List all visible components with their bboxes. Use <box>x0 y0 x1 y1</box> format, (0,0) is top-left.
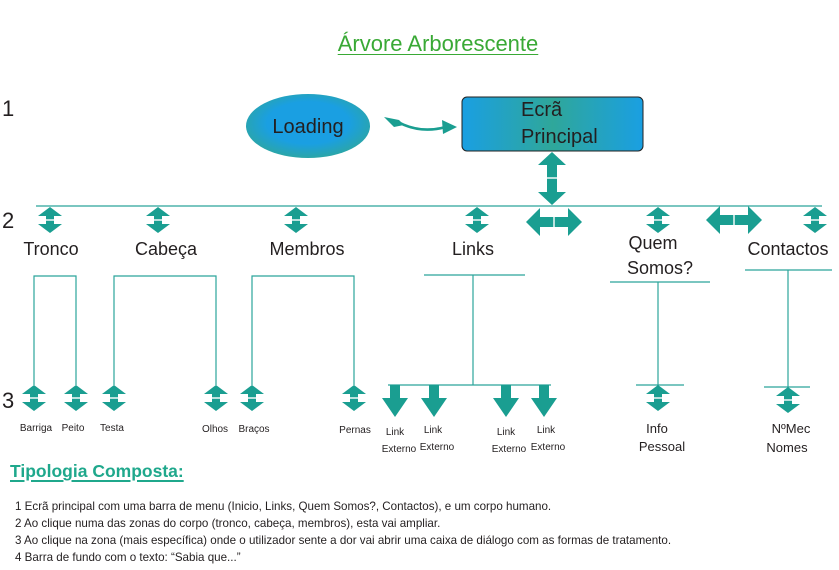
leaf-link-externo-2-line2: Externo <box>420 442 455 453</box>
typology-item: 2 Ao clique numa das zonas do corpo (tro… <box>15 517 441 530</box>
leaf-testa: Testa <box>100 423 124 434</box>
main-screen-box <box>461 96 644 152</box>
pernas-double-arrow <box>342 385 366 411</box>
membros-branch-lines <box>251 275 355 385</box>
leaf-link-externo-3-line2: Externo <box>492 444 527 455</box>
arrow-tail <box>384 117 404 127</box>
arrow-shaft <box>396 120 448 131</box>
info-pessoal-double-arrow <box>646 385 670 411</box>
node-quem-somos-line1: Quem <box>628 233 677 253</box>
leaf-link-externo-1-line1: Link <box>386 427 405 438</box>
main-screen-node: Ecrã Principal <box>461 96 644 152</box>
level-1-number: 1 <box>2 96 14 121</box>
cabeca-branch-lines <box>113 275 217 385</box>
tronco-double-arrow <box>38 207 62 233</box>
bracos-double-arrow <box>240 385 264 411</box>
leaf-link-externo-1-line2: Externo <box>382 444 417 455</box>
node-contactos: Contactos <box>747 239 828 259</box>
leaf-peito: Peito <box>62 423 85 434</box>
main-screen-label-line1: Ecrã <box>521 99 563 121</box>
node-links: Links <box>452 239 494 259</box>
leaf-link-externo-3-line1: Link <box>497 427 516 438</box>
leaf-link-externo-2-line1: Link <box>424 425 443 436</box>
barriga-double-arrow <box>22 385 46 411</box>
loading-ellipse <box>246 94 370 158</box>
loading-label: Loading <box>272 116 343 138</box>
leaf-link-externo-4-line2: Externo <box>531 442 566 453</box>
links-double-arrow <box>465 207 489 233</box>
olhos-double-arrow <box>204 385 228 411</box>
leaf-info-pessoal-line2: Pessoal <box>639 439 685 454</box>
node-tronco: Tronco <box>23 239 78 259</box>
quem-somos-double-arrow <box>646 207 670 233</box>
typology-item: 4 Barra de fundo com o texto: “Sabia que… <box>15 551 241 564</box>
link-externo-down-arrow <box>382 385 408 417</box>
nomec-nomes-double-arrow <box>776 387 800 413</box>
node-quem-somos-line2: Somos? <box>627 258 693 278</box>
membros-double-arrow <box>284 207 308 233</box>
leaf-link-externo-4-line1: Link <box>537 425 556 436</box>
horizontal-double-arrow <box>526 208 582 236</box>
typology-list: 1 Ecrã principal com uma barra de menu (… <box>15 498 671 566</box>
loading-node: Loading <box>246 94 370 158</box>
leaf-pernas: Pernas <box>339 425 371 436</box>
arrow-gap <box>546 177 558 179</box>
main-to-menu-double-arrow <box>538 152 566 205</box>
leaf-nomec-line2: Nomes <box>766 440 808 455</box>
typology-heading: Tipologia Composta: <box>10 461 184 481</box>
diagram-title: Árvore Arborescente <box>337 31 539 56</box>
typology-item: 3 Ao clique na zona (mais específica) on… <box>15 534 672 547</box>
leaf-info-pessoal-line1: Info <box>646 421 668 436</box>
leaf-olhos: Olhos <box>202 424 228 435</box>
leaf-barriga: Barriga <box>20 423 53 434</box>
link-externo-down-arrow <box>531 385 557 417</box>
link-externo-down-arrow <box>493 385 519 417</box>
leaf-nomec-line1: NºMec <box>772 421 811 436</box>
arrow-head <box>442 120 457 134</box>
link-externo-down-arrow <box>421 385 447 417</box>
contactos-double-arrow <box>803 207 827 233</box>
level-2-number: 2 <box>2 208 14 233</box>
cabeca-double-arrow <box>146 207 170 233</box>
typology-item: 1 Ecrã principal com uma barra de menu (… <box>15 500 552 513</box>
node-membros: Membros <box>269 239 344 259</box>
node-cabeca: Cabeça <box>135 239 198 259</box>
horizontal-double-arrow <box>706 206 762 234</box>
tronco-branch-lines <box>33 275 77 385</box>
testa-double-arrow <box>102 385 126 411</box>
level-3-number: 3 <box>2 388 14 413</box>
main-screen-label-line2: Principal <box>521 126 598 148</box>
loading-to-main-arrow <box>384 117 457 134</box>
peito-double-arrow <box>64 385 88 411</box>
leaf-bracos: Braços <box>238 424 269 435</box>
